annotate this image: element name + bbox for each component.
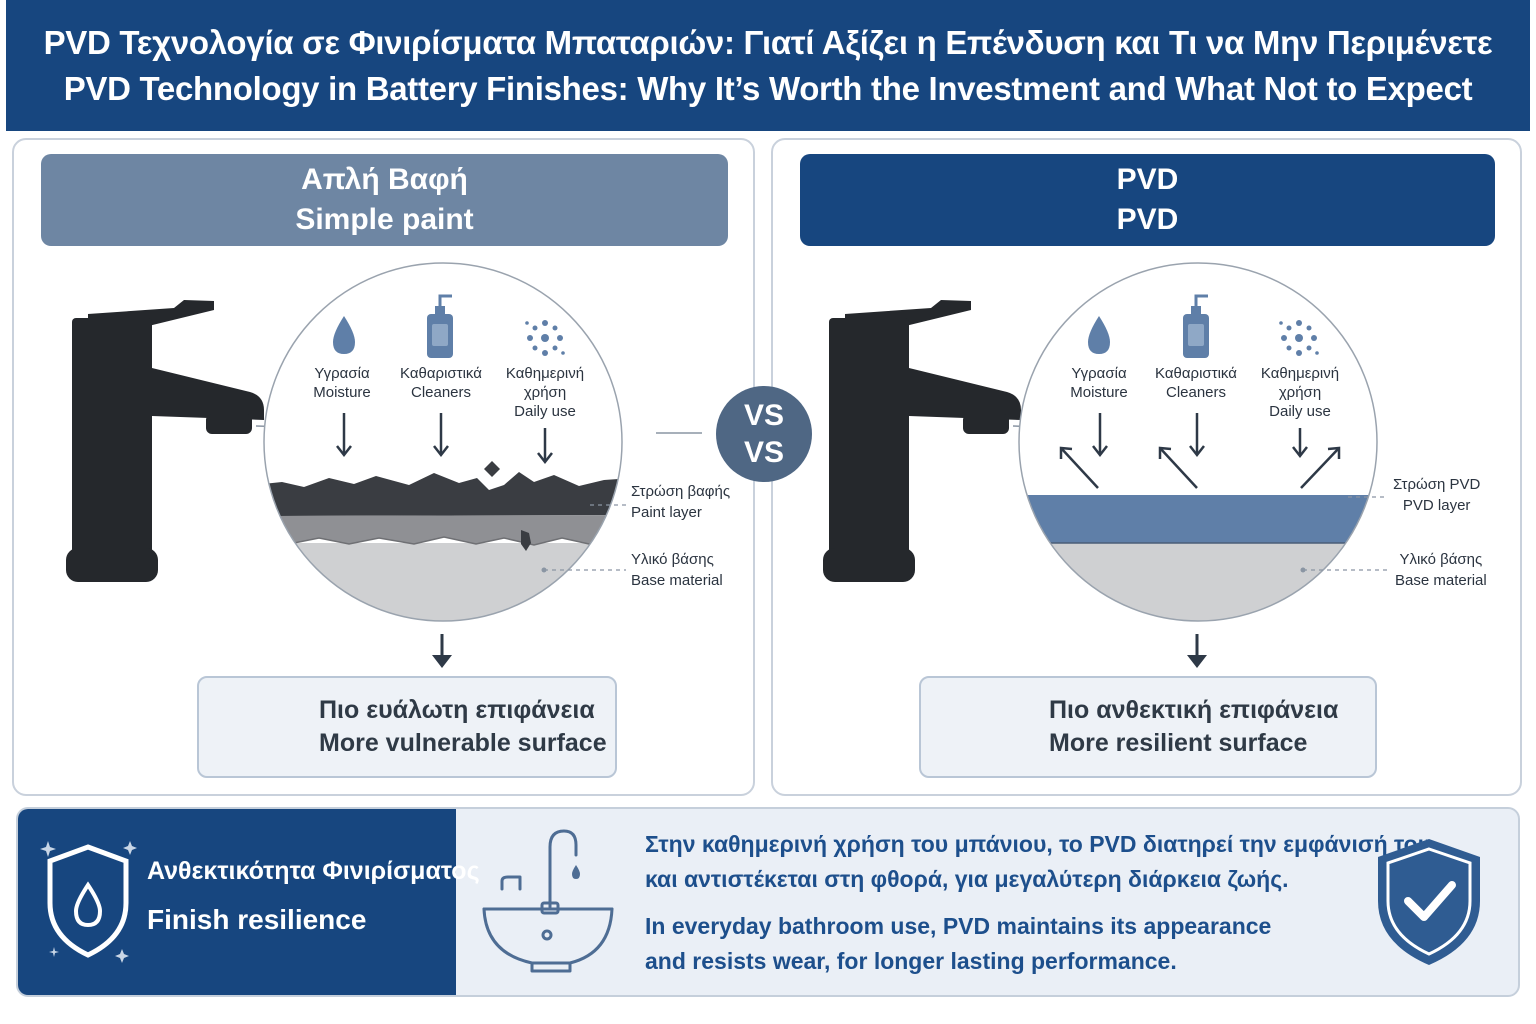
summary-greek-text: Στην καθημερινή χρήση του μπάνιου, το PV… [645,831,1432,892]
simple-paint-panel: Απλή Βαφή Simple paint [12,138,755,796]
page-title-greek: PVD Τεχνολογία σε Φινιρίσματα Μπαταριών:… [43,23,1493,61]
page-header: PVD Τεχνολογία σε Φινιρίσματα Μπαταριών:… [6,0,1530,131]
simple-paint-title-english: Simple paint [295,203,474,236]
faucet-icon [66,300,264,582]
simple-paint-diagram [66,262,626,759]
page-title-english: PVD Technology in Battery Finishes: Why … [63,69,1473,107]
particles-icon [525,320,565,356]
finish-resilience-english: Finish resilience [147,904,367,935]
finish-resilience-banner: Ανθεκτικότητα Φινιρίσματος Finish resili… [16,807,1520,997]
simple-paint-panel-title: Απλή Βαφή Simple paint [41,154,728,246]
pvd-title-english: PVD [1116,203,1179,236]
summary-english-text: In everyday bathroom use, PVD maintains … [645,913,1272,974]
pvd-panel-title: PVD PVD [800,154,1495,246]
pvd-panel: PVD PVD [771,138,1522,796]
finish-resilience-label-block: Ανθεκτικότητα Φινιρίσματος Finish resili… [18,809,480,995]
soap-bottle-icon [427,294,453,358]
pvd-magnifier [1018,262,1378,622]
vs-connector-line [656,432,702,434]
paint-layer [264,472,622,516]
vs-badge: VS VS [716,386,812,482]
soap-bottle-icon [1183,294,1209,358]
simple-paint-title-greek: Απλή Βαφή [301,163,468,196]
faucet-icon [823,300,1021,582]
droplet-icon [1088,316,1110,354]
paint-magnifier [263,262,623,622]
pvd-layer [1019,495,1377,543]
pvd-title-greek: PVD [1116,163,1179,196]
droplet-icon [333,316,355,354]
shield-droplet-icon [40,841,137,963]
base-material-layer [264,543,622,621]
particles-icon [1279,320,1319,356]
finish-resilience-greek: Ανθεκτικότητα Φινιρίσματος [147,857,480,885]
sink-faucet-icon [482,829,614,973]
shield-check-icon [1378,839,1480,965]
